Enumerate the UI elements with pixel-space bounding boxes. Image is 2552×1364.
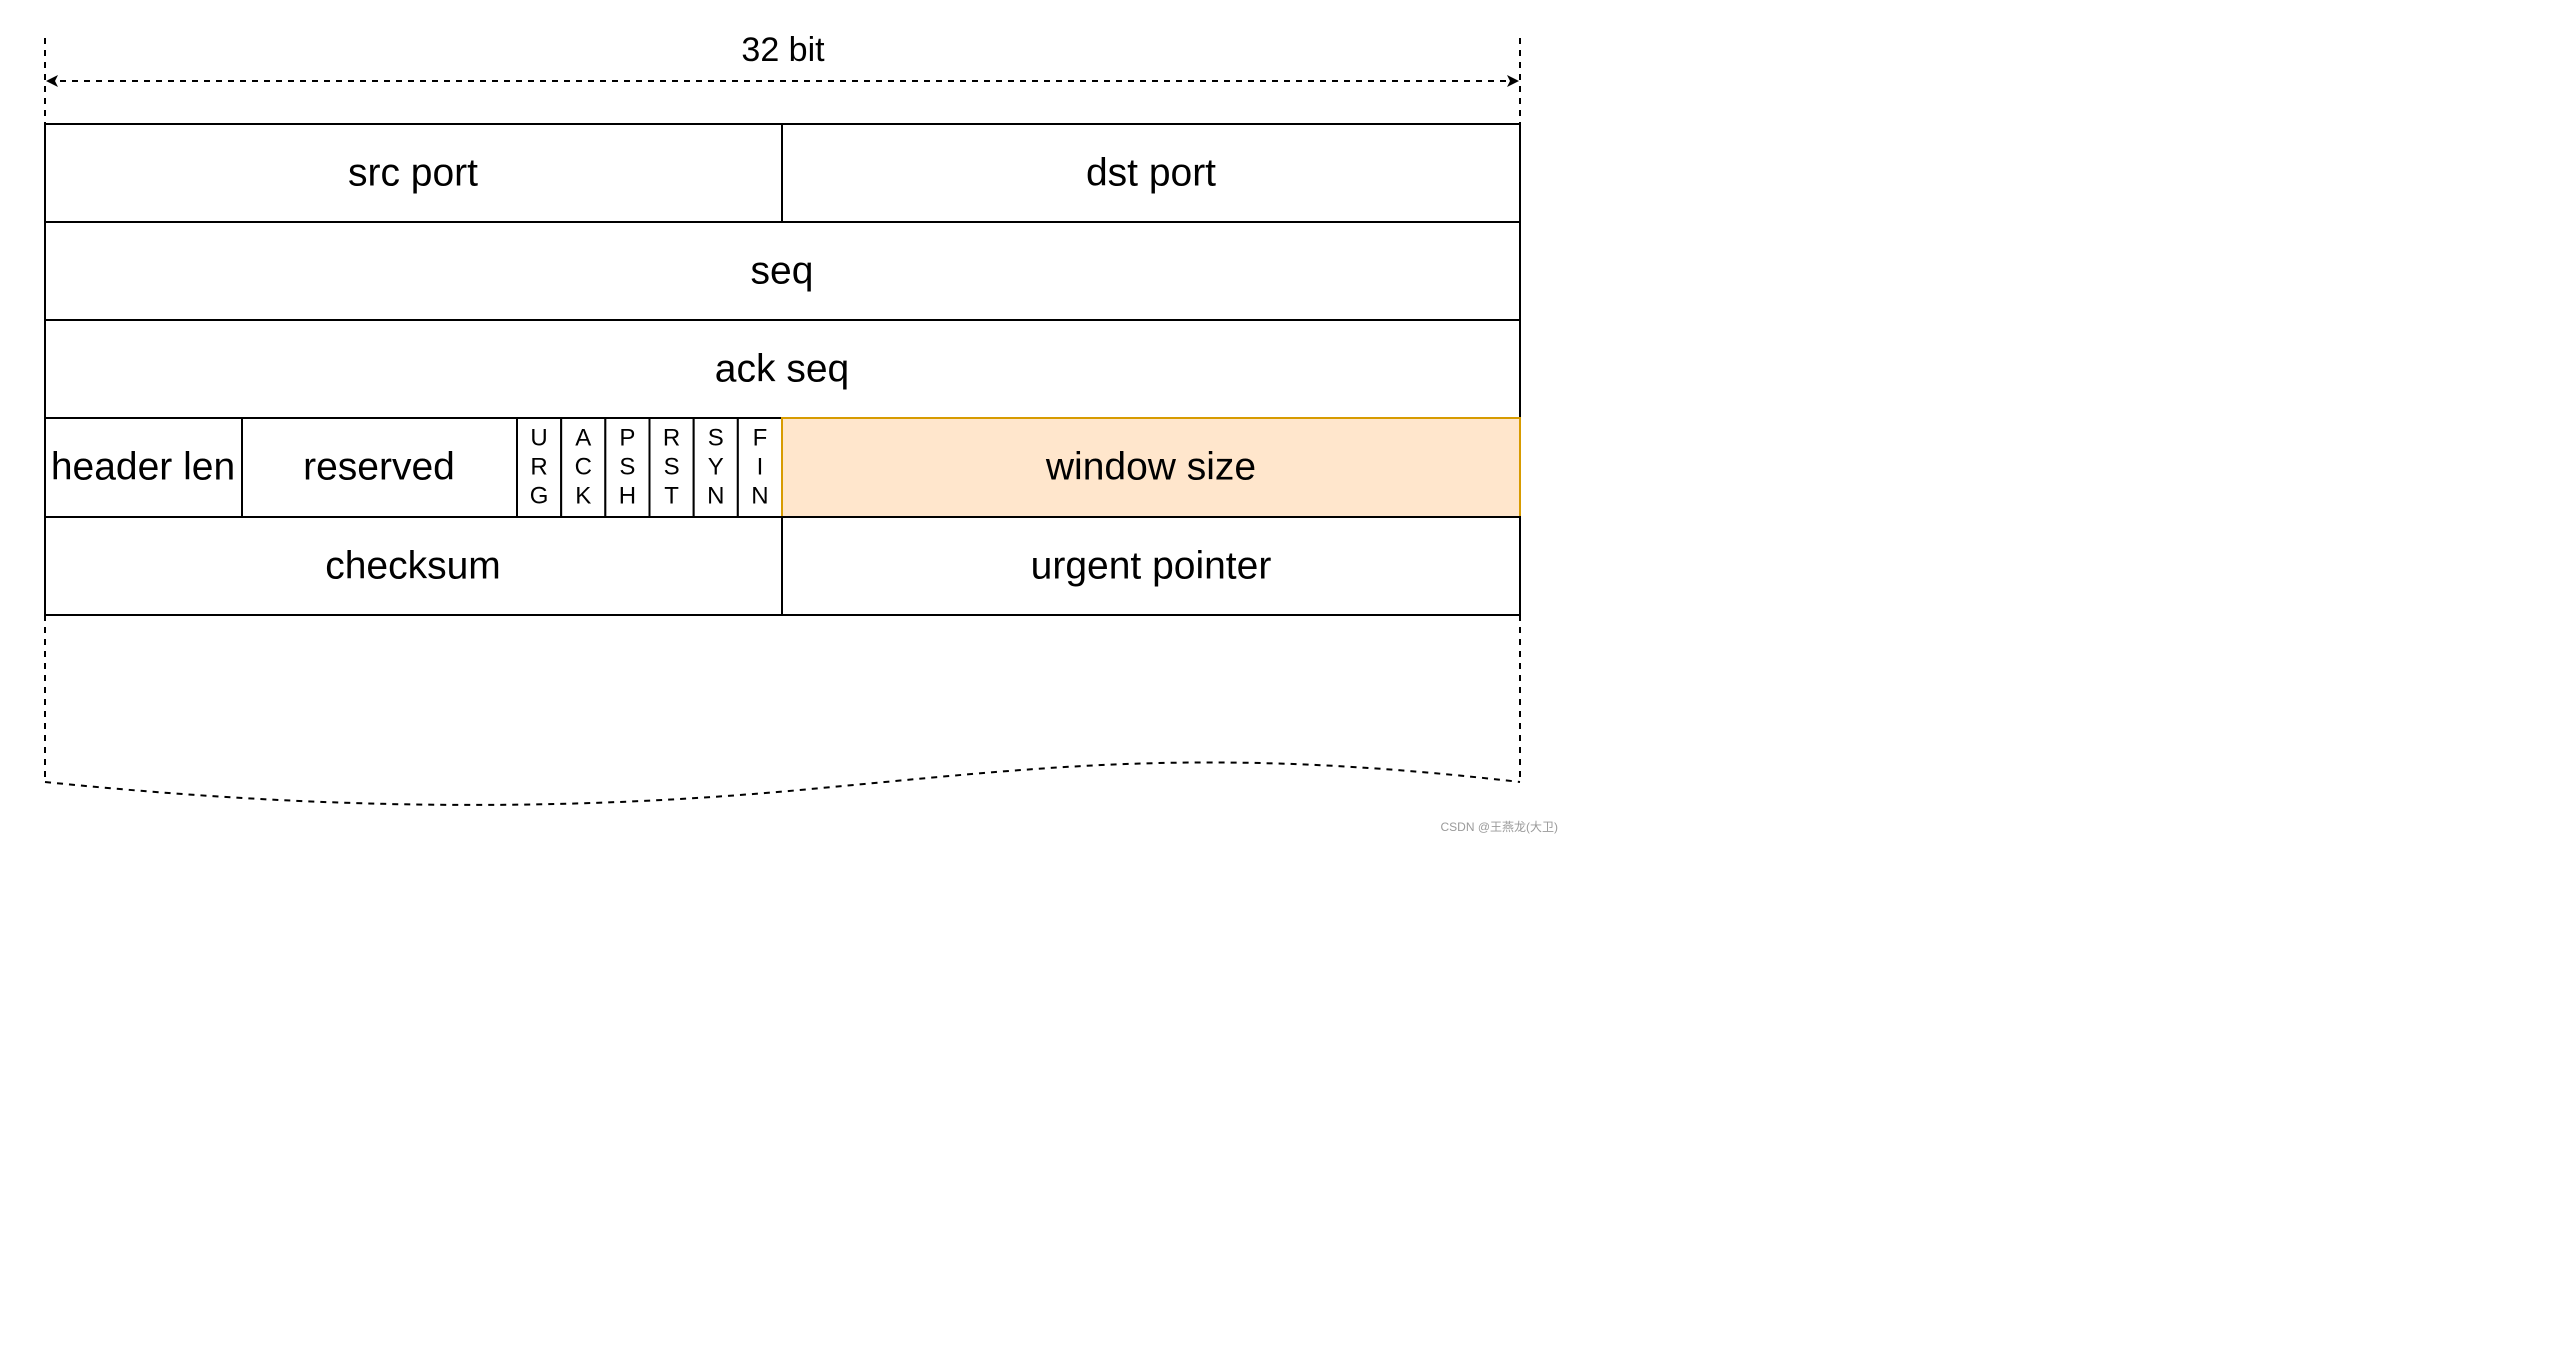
flag-urg-letter: R bbox=[530, 454, 547, 481]
reserved-field bbox=[241, 417, 518, 518]
window-size-label: window size bbox=[1045, 446, 1256, 489]
flag-rst-letter: S bbox=[664, 454, 680, 481]
flag-urg-letter: U bbox=[530, 425, 547, 452]
flag-fin-letter: F bbox=[753, 425, 768, 452]
urgent-pointer-field bbox=[781, 516, 1521, 616]
flag-rst-letter: T bbox=[664, 483, 679, 510]
reserved-label: reserved bbox=[303, 446, 455, 489]
urgent-pointer-label: urgent pointer bbox=[1031, 545, 1272, 588]
flag-urg-letter: G bbox=[530, 483, 549, 510]
flag-urg-field bbox=[516, 417, 563, 518]
seq-label: seq bbox=[751, 250, 814, 293]
tcp-header-diagram: 32 bit src port dst port seq ack seq hea… bbox=[44, 31, 1521, 806]
window-size-field bbox=[781, 417, 1521, 518]
header-len-label: header len bbox=[51, 446, 235, 489]
flag-fin-letter: N bbox=[751, 483, 768, 510]
flag-psh-field bbox=[604, 417, 651, 518]
flag-ack-field bbox=[560, 417, 607, 518]
checksum-field bbox=[44, 516, 783, 616]
flag-ack-letter: C bbox=[575, 454, 592, 481]
flag-syn-field bbox=[692, 417, 739, 518]
dst-port-label: dst port bbox=[1086, 152, 1216, 195]
flag-fin-letter: I bbox=[757, 454, 764, 481]
flag-psh-letter: S bbox=[619, 454, 635, 481]
flag-syn-letter: N bbox=[707, 483, 724, 510]
flag-syn-letter: S bbox=[708, 425, 724, 452]
flag-rst-letter: R bbox=[663, 425, 680, 452]
watermark: CSDN @王燕龙(大卫) bbox=[1440, 820, 1558, 834]
src-port-label: src port bbox=[348, 152, 478, 195]
flag-ack-letter: A bbox=[575, 425, 591, 452]
width-label: 32 bit bbox=[741, 31, 825, 69]
ack-seq-field bbox=[44, 319, 1521, 419]
checksum-label: checksum bbox=[325, 545, 501, 588]
ack-seq-label: ack seq bbox=[715, 348, 849, 391]
flag-syn-letter: Y bbox=[708, 454, 724, 481]
header-len-field bbox=[44, 417, 243, 518]
flag-psh-letter: P bbox=[619, 425, 635, 452]
options-wavy-bottom bbox=[44, 761, 1521, 806]
flag-ack-letter: K bbox=[575, 483, 591, 510]
flag-psh-letter: H bbox=[619, 483, 636, 510]
seq-field bbox=[44, 221, 1521, 321]
